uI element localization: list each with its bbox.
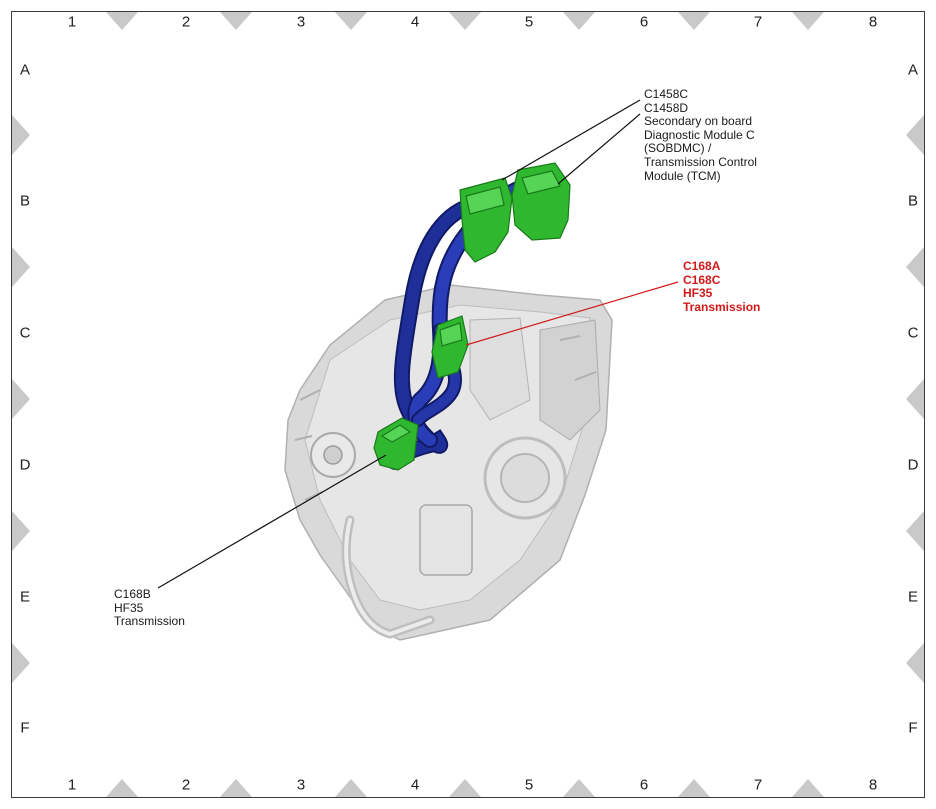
- column-label-bottom: 6: [639, 776, 649, 794]
- column-label-top: 8: [868, 13, 878, 31]
- callout-line: Secondary on board: [644, 114, 753, 129]
- transmission-illustration: [284, 284, 613, 641]
- callout-line: (SOBDMC) /: [644, 141, 712, 156]
- column-label-top: 7: [753, 13, 763, 31]
- row-label-right: C: [907, 324, 919, 342]
- callout-c168a: C168A C168C HF35 Transmission: [683, 259, 761, 314]
- column-label-bottom: 3: [296, 776, 306, 794]
- column-label-bottom: 8: [868, 776, 878, 794]
- leader-lines: [157, 99, 679, 589]
- column-label-bottom: 1: [67, 776, 77, 794]
- row-label-left: B: [19, 192, 31, 210]
- callout-line: Module (TCM): [644, 168, 721, 183]
- leader-line-c1458d: [557, 113, 641, 185]
- leader-line-c168a: [465, 281, 679, 346]
- row-label-left: A: [19, 61, 31, 79]
- connectors: [373, 162, 571, 471]
- row-label-right: E: [907, 588, 919, 606]
- callout-line: C168A: [683, 259, 721, 273]
- callout-line: Diagnostic Module C: [644, 127, 755, 142]
- row-label-right: B: [907, 192, 919, 210]
- column-label-top: 4: [410, 13, 420, 31]
- callout-c168b: C168B HF35 Transmission: [114, 587, 185, 629]
- column-label-bottom: 2: [181, 776, 191, 794]
- column-label-bottom: 4: [410, 776, 420, 794]
- callout-line: Transmission Control: [644, 154, 757, 169]
- diagram-frame: [11, 11, 925, 798]
- callout-line: HF35: [683, 286, 713, 301]
- callout-line: Transmission: [683, 299, 761, 314]
- column-label-top: 1: [67, 13, 77, 31]
- row-label-left: D: [19, 456, 31, 474]
- callout-line: C168B: [114, 587, 151, 601]
- column-label-top: 6: [639, 13, 649, 31]
- column-label-top: 5: [524, 13, 534, 31]
- callout-line: Transmission: [114, 614, 185, 629]
- callout-line: C1458C: [644, 87, 689, 101]
- callout-line: C1458D: [644, 100, 689, 115]
- column-label-bottom: 5: [524, 776, 534, 794]
- row-label-left: F: [20, 719, 30, 737]
- column-label-top: 3: [296, 13, 306, 31]
- callout-line: C168C: [683, 272, 721, 287]
- row-label-right: D: [907, 456, 919, 474]
- leader-line-c168b: [157, 454, 387, 589]
- grid-markers: [12, 12, 924, 797]
- column-label-top: 2: [181, 13, 191, 31]
- row-label-left: C: [19, 324, 31, 342]
- callout-tcm: C1458C C1458D Secondary on board Diagnos…: [644, 87, 757, 183]
- row-label-left: E: [19, 588, 31, 606]
- row-label-right: A: [907, 61, 919, 79]
- callout-line: HF35: [114, 600, 144, 615]
- column-label-bottom: 7: [753, 776, 763, 794]
- leader-line-c1458c: [501, 99, 641, 181]
- row-label-right: F: [908, 719, 918, 737]
